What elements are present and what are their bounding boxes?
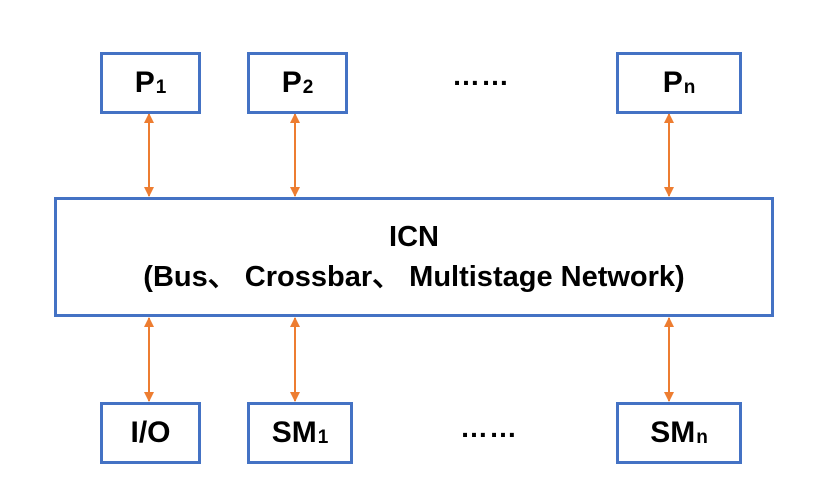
p1-label: P — [134, 66, 155, 99]
icn-box: ICN (Bus、 Crossbar、 Multistage Network) — [54, 197, 774, 317]
pn-label: P — [662, 66, 683, 99]
p1-subscript: 1 — [155, 77, 167, 98]
icn-subtitle: (Bus、 Crossbar、 Multistage Network) — [143, 261, 685, 293]
sm1-subscript: 1 — [317, 427, 329, 448]
io-box: I/O — [100, 402, 201, 464]
icn-title: ICN — [389, 221, 439, 253]
io-label: I/O — [130, 416, 171, 449]
smn-label: SM — [650, 416, 696, 449]
p2-subscript: 2 — [302, 77, 314, 98]
sm1-label: SM — [271, 416, 317, 449]
p2-label: P — [281, 66, 302, 99]
bottom-ellipsis: …… — [460, 412, 518, 443]
pn-subscript: n — [683, 77, 696, 98]
smn-subscript: n — [696, 427, 708, 448]
top-ellipsis: …… — [452, 60, 510, 91]
